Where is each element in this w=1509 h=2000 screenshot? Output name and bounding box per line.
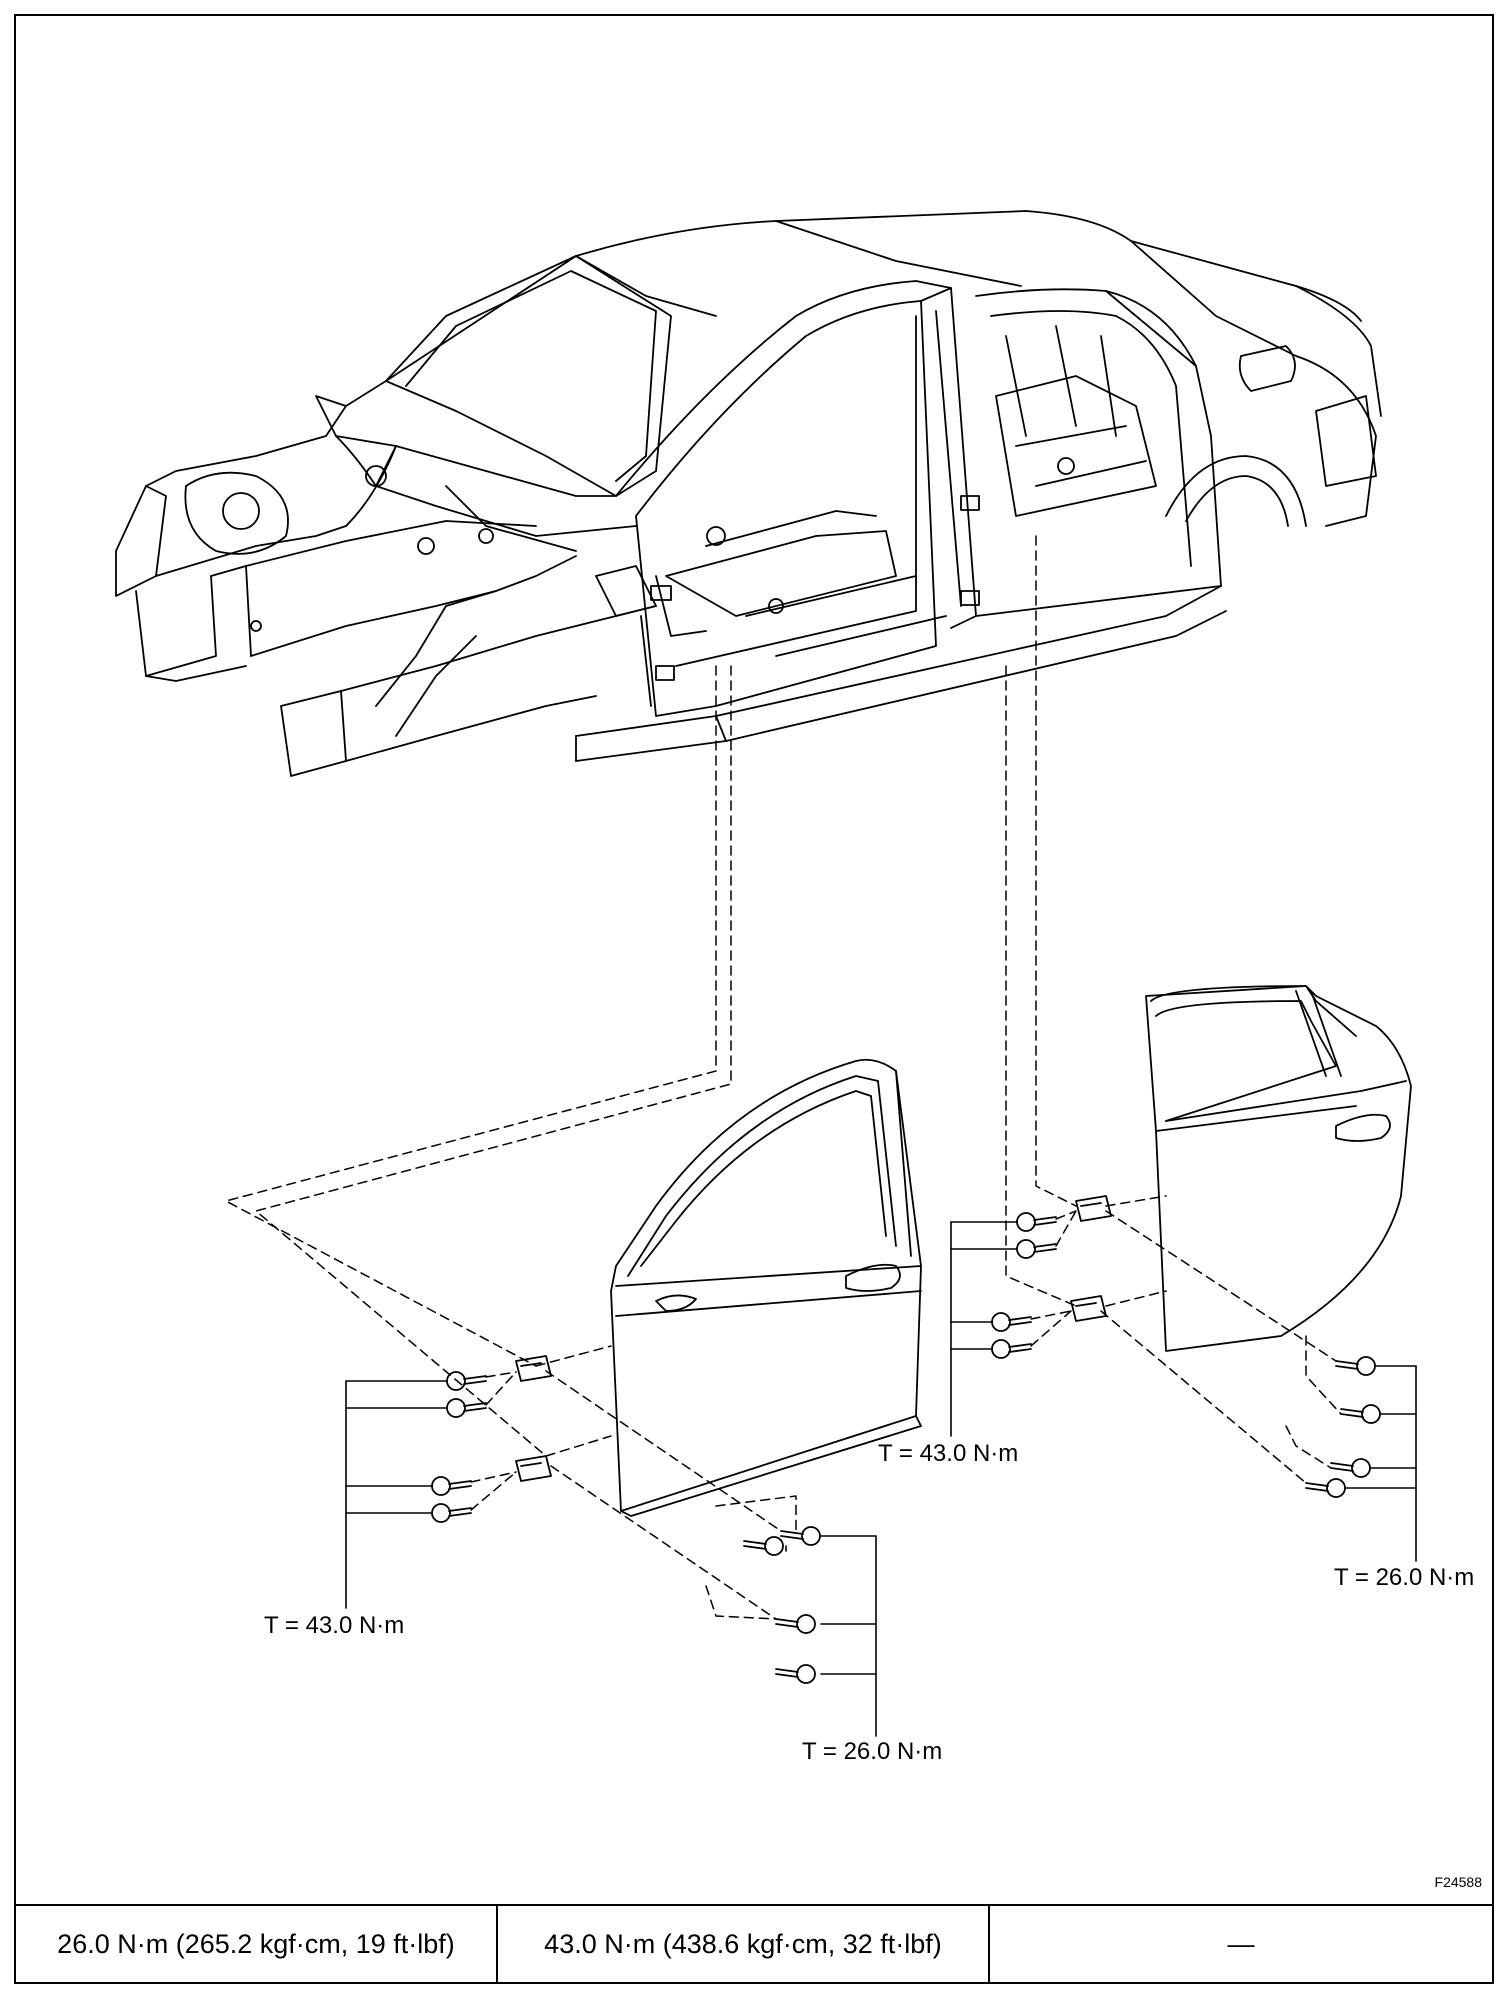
spec-cell-26nm: 26.0 N·m (265.2 kgf·cm, 19 ft·lbf) <box>16 1906 498 1982</box>
car-body-shell-icon <box>115 210 1382 777</box>
spec-cell-43nm: 43.0 N·m (438.6 kgf·cm, 32 ft·lbf) <box>498 1906 990 1982</box>
alignment-leader-lines <box>225 535 1342 1620</box>
torque-spec-table: 26.0 N·m (265.2 kgf·cm, 19 ft·lbf) 43.0 … <box>16 1904 1492 1982</box>
torque-label-rear-43: T = 43.0 N·m <box>878 1440 1019 1467</box>
torque-bracket-leaders <box>345 1221 1417 1737</box>
exploded-view-drawing: T = 43.0 N·m T = 26.0 N·m T = 43.0 N·m T… <box>16 16 1492 1906</box>
front-door-icon <box>610 1058 922 1517</box>
spec-cell-empty: — <box>1227 1928 1255 1959</box>
torque-label-front-43: T = 43.0 N·m <box>264 1612 405 1639</box>
diagram-sheet: T = 43.0 N·m T = 26.0 N·m T = 43.0 N·m T… <box>14 14 1494 1984</box>
rear-door-icon <box>1145 985 1412 1352</box>
drawing-canvas <box>115 210 1417 1737</box>
torque-label-rear-26: T = 26.0 N·m <box>1334 1564 1475 1591</box>
bolt-icon <box>431 1212 1381 1684</box>
figure-id: F24588 <box>1434 1874 1482 1890</box>
torque-label-front-26: T = 26.0 N·m <box>802 1738 943 1765</box>
hinge-icon <box>515 1195 1112 1482</box>
